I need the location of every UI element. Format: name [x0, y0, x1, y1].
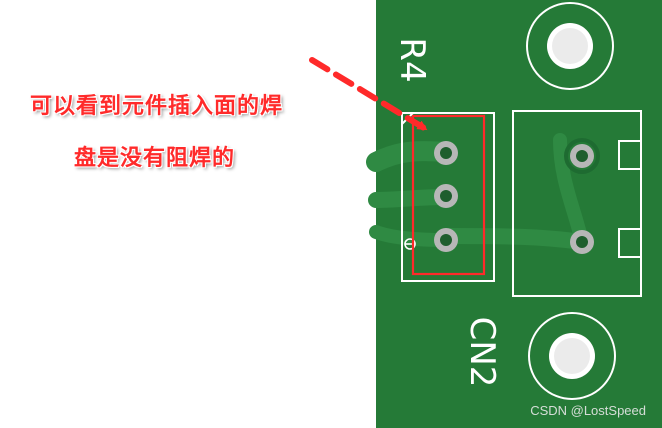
r4-label: R4: [392, 37, 432, 82]
cn2-pad-2: [570, 230, 594, 254]
mounting-hole-top: [526, 2, 614, 90]
highlight-box: [411, 114, 486, 276]
cn2-label: CN2: [462, 317, 502, 388]
r4-pad-1: [434, 141, 458, 165]
r4-pad-3: [434, 228, 458, 252]
watermark: CSDN @LostSpeed: [530, 403, 646, 418]
annotation-line-2: 盘是没有阻焊的: [74, 146, 236, 171]
r4-pad-2: [434, 184, 458, 208]
annotation-line-1: 可以看到元件插入面的焊: [30, 94, 284, 119]
r4-footprint: [401, 112, 495, 282]
mounting-hole-bottom: [528, 312, 616, 400]
pointer-arrow: [309, 57, 428, 131]
cn2-footprint: [512, 110, 642, 297]
cn2-pad-1: [570, 144, 594, 168]
